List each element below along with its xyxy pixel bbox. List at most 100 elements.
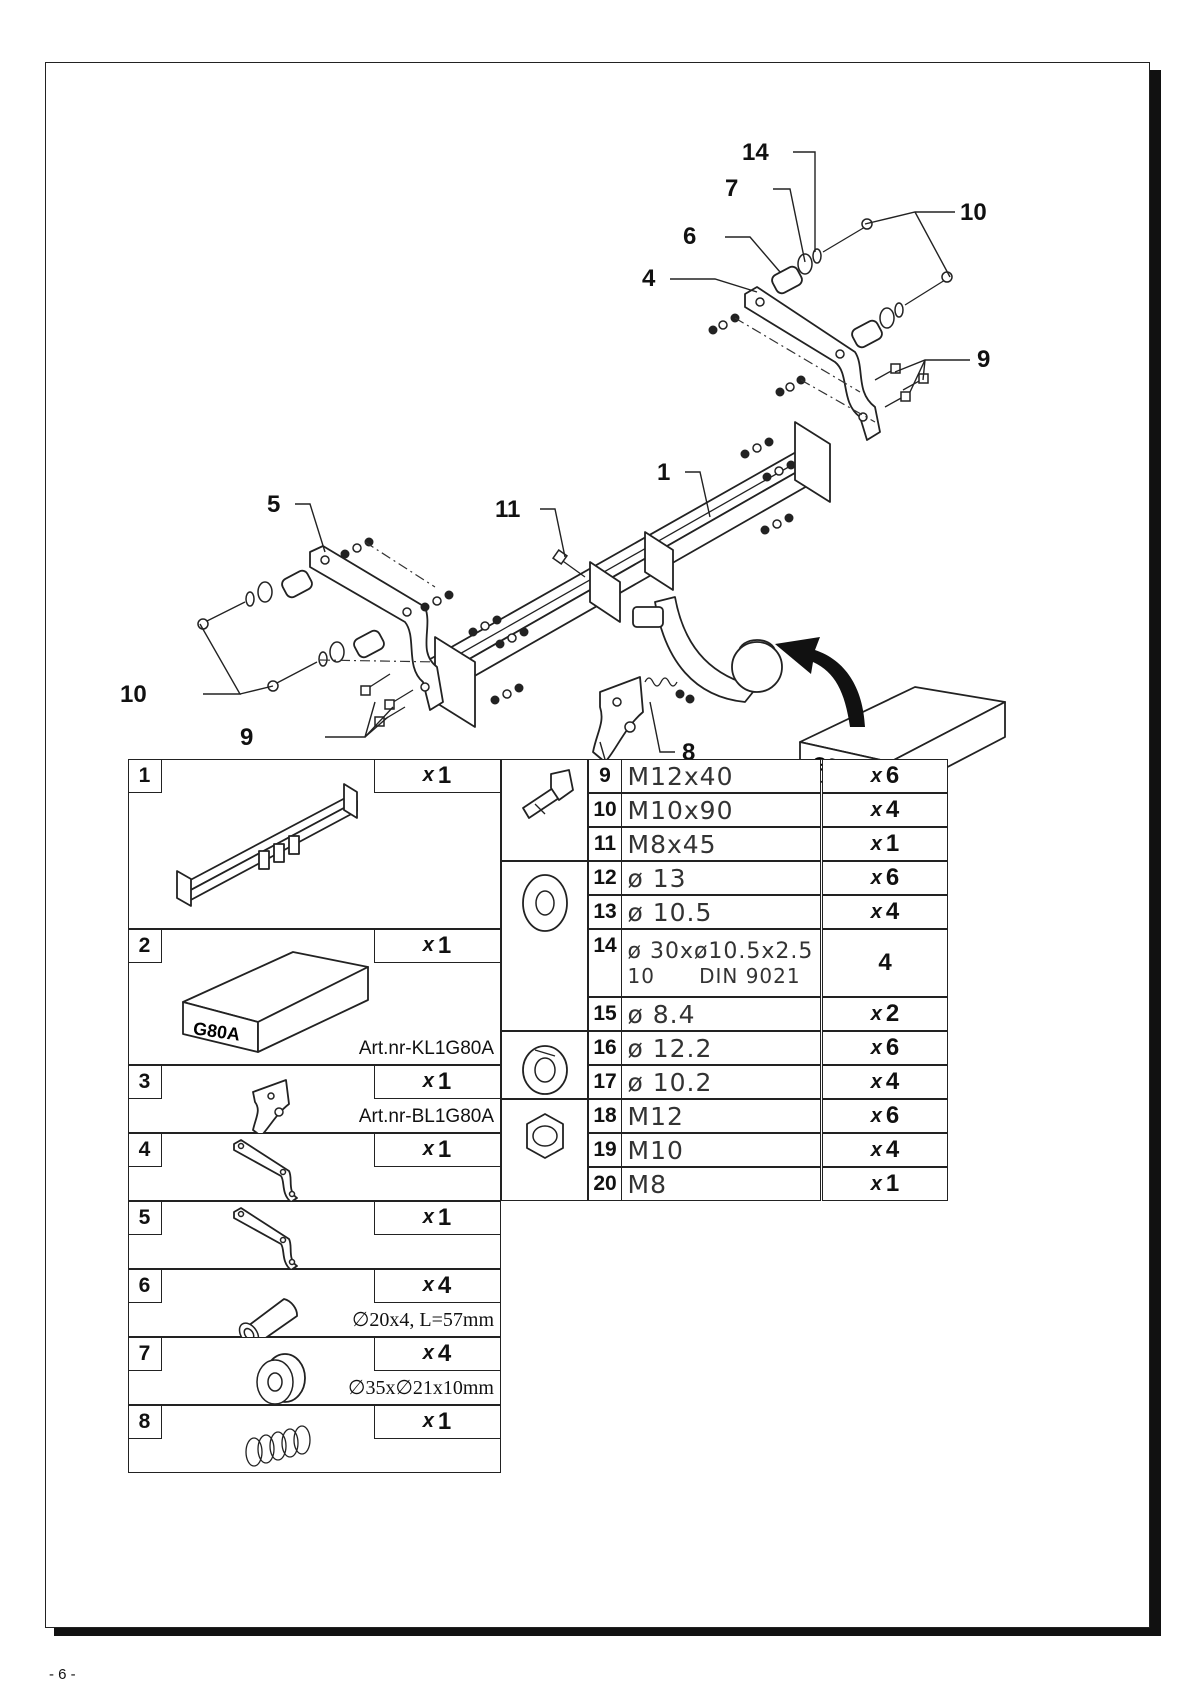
hardware-icon-cell [501,1099,588,1201]
part-number: 2 [127,928,162,963]
hardware-number: 9 [588,759,622,793]
exploded-assembly-diagram: G80A 14 7 6 4 10 9 1 5 11 10 9 8 3 [120,139,1006,808]
hardware-spec-text: M12x40 [627,761,734,791]
direction-arrow [775,637,865,727]
callout-9-left: 9 [240,724,253,751]
callout-11: 11 [495,496,520,523]
qty-value: 4 [885,1136,900,1163]
part-number: 4 [127,1132,162,1167]
hardware-spec: M8 [620,1167,821,1201]
part-illustration-8 [239,1422,319,1477]
spring-washer-icon [515,1038,575,1103]
callout-6: 6 [683,223,696,250]
qty-value: 1 [885,1170,900,1197]
qty-prefix: x [422,934,434,956]
part-note: ∅35x∅21x10mm [348,1377,494,1399]
qty-prefix: x [870,1104,882,1127]
callout-1: 1 [657,459,670,486]
hardware-number: 13 [588,895,622,929]
hardware-number: 12 [588,861,622,895]
qty-prefix: x [422,1274,434,1296]
qty-prefix: x [422,1070,434,1092]
hardware-number: 16 [588,1031,622,1065]
hardware-spec-text: M12 [627,1101,684,1131]
qty-value: 1 [437,1135,452,1163]
hardware-spec-standard: 10 DIN 9021 [627,963,801,988]
qty-prefix: x [870,1138,882,1161]
left-spacers-and-washers [197,569,385,692]
bolt-part-11 [551,548,586,578]
part-illustration-2: G80A [173,942,373,1067]
hardware-spec-text: ø 10.5 [627,897,713,927]
qty-prefix: x [870,900,882,923]
part-note: ∅20x4, L=57mm [351,1309,494,1331]
qty-value: 4 [885,898,900,925]
hardware-number: 19 [588,1133,622,1167]
hardware-spec-text: ø 30xø10.5x2.5 [627,938,814,964]
qty-prefix: x [422,1206,434,1228]
hardware-spec-text: M10 [627,1135,684,1165]
hardware-spec: M10 [620,1133,821,1167]
part-number: 7 [127,1336,162,1371]
part-number: 5 [127,1200,162,1235]
hardware-number: 15 [588,997,622,1031]
qty-prefix: x [870,832,882,855]
hardware-spec: ø 12.2 [620,1031,821,1065]
hardware-spec-text: M10x90 [627,795,734,825]
qty-value: 4 [437,1339,452,1367]
qty-value: 6 [885,762,900,789]
crossbar-part-1 [424,421,831,728]
hardware-spec-text: ø 13 [627,863,687,893]
part-illustration-4 [229,1136,309,1211]
hardware-spec-text: M8 [627,1169,667,1199]
callout-4: 4 [642,265,656,292]
hardware-number: 11 [588,827,622,861]
qty-prefix: x [422,1410,434,1432]
callout-7: 7 [725,175,738,202]
qty-value: 1 [437,1203,452,1231]
part-illustration-3 [241,1072,301,1147]
qty-prefix: x [870,764,882,787]
hardware-spec: M12 [620,1099,821,1133]
part-illustration-1 [149,776,389,921]
part-illustration-5 [229,1204,309,1279]
hardware-spec-text: ø 12.2 [627,1033,713,1063]
qty-prefix: x [870,1172,882,1195]
qty-value: 1 [437,761,452,789]
qty-value: 1 [437,1067,452,1095]
hardware-number: 20 [588,1167,622,1201]
hardware-quantity: 4 [822,929,948,997]
hardware-icon-cell [501,759,588,861]
hardware-spec: ø 13 [620,861,821,895]
right-bracket-part-4 [744,286,881,441]
right-spacers-and-washers [771,218,953,349]
hardware-number: 14 [588,929,622,997]
part-number: 1 [127,758,162,793]
hex-nut-icon [515,1106,575,1171]
hardware-spec: ø 8.4 [620,997,821,1031]
qty-prefix: x [870,866,882,889]
hardware-spec: M10x90 [620,793,821,827]
qty-value: 4 [885,1068,900,1095]
bolt-icon [515,766,575,831]
qty-prefix: x [422,1342,434,1364]
qty-prefix: x [870,1002,882,1025]
qty-prefix: x [870,1070,882,1093]
hardware-spec: ø 10.5 [620,895,821,929]
callout-5: 5 [267,491,280,518]
